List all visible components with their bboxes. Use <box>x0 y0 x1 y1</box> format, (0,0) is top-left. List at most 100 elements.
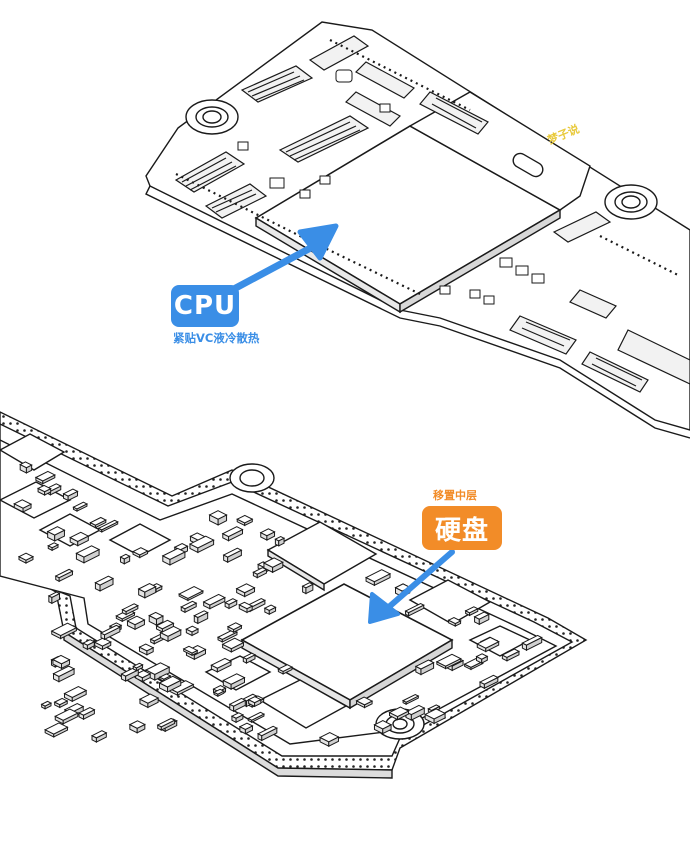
component-chip <box>247 711 266 721</box>
top-connectors <box>174 35 690 393</box>
component-chip <box>414 659 435 670</box>
bottom-board <box>0 411 588 779</box>
component-chip <box>404 602 425 614</box>
component-chip <box>72 501 89 510</box>
component-chip <box>223 598 238 606</box>
component-chip <box>182 645 199 654</box>
component-chip <box>235 583 256 594</box>
component-chip <box>373 720 393 730</box>
component-chip <box>238 722 254 731</box>
component-chip <box>435 653 462 667</box>
component-chip <box>75 545 101 558</box>
component-chip <box>158 675 182 688</box>
component-chip <box>210 657 233 669</box>
component-chip <box>131 547 149 556</box>
component-chip <box>208 510 228 520</box>
component-chip <box>447 617 462 625</box>
component-chip <box>90 730 108 739</box>
component-chip <box>121 603 139 613</box>
cpu-subtitle: 紧贴VC液冷散热 <box>173 331 260 345</box>
component-chip <box>63 686 88 699</box>
component-chip <box>202 593 226 606</box>
component-chip <box>138 643 155 652</box>
component-chip <box>47 542 60 549</box>
component-chip <box>228 697 247 707</box>
component-chip <box>464 606 479 614</box>
component-chip <box>355 696 374 706</box>
component-chip <box>44 722 69 735</box>
component-chip <box>148 611 165 620</box>
component-chip <box>475 653 489 660</box>
component-chip <box>128 720 146 729</box>
storage-arrow <box>368 549 455 624</box>
component-chip <box>185 625 200 633</box>
component-chip <box>222 547 243 558</box>
component-chip <box>262 557 284 568</box>
component-chip <box>424 708 447 720</box>
component-chip <box>180 600 198 610</box>
component-chip <box>277 664 294 673</box>
component-chip <box>401 693 420 703</box>
component-chip <box>77 706 96 716</box>
component-chip <box>137 583 157 593</box>
component-chip <box>221 526 244 538</box>
component-chip <box>47 591 61 598</box>
component-chip <box>119 553 131 560</box>
component-chip <box>388 706 410 718</box>
component-chip <box>216 629 239 640</box>
component-chip <box>188 535 215 549</box>
component-chip <box>230 712 245 719</box>
component-chip <box>476 636 500 649</box>
component-chip <box>158 673 172 680</box>
component-chip <box>54 568 74 579</box>
component-chip <box>51 654 71 665</box>
top-small-parts <box>237 69 545 305</box>
component-chip <box>54 708 79 721</box>
component-chip <box>94 575 115 586</box>
cpu-arrow <box>228 223 339 294</box>
component-chip <box>144 662 171 675</box>
component-chip <box>473 611 490 620</box>
component-chip <box>274 535 286 542</box>
component-chip <box>221 637 245 650</box>
component-chip <box>97 519 119 531</box>
component-chip <box>222 673 246 685</box>
component-chip <box>155 619 175 630</box>
component-chip <box>46 526 66 536</box>
component-chip <box>364 569 392 583</box>
component-chip <box>89 516 107 526</box>
component-chip <box>226 622 243 631</box>
component-chip <box>178 586 204 599</box>
component-chip <box>501 648 521 658</box>
component-chip <box>238 601 254 610</box>
component-chip <box>156 717 176 728</box>
component-chip <box>161 547 187 561</box>
component-chip <box>40 700 53 707</box>
component-field <box>13 461 543 747</box>
cpu-label: CPU <box>171 285 239 327</box>
component-chip <box>404 704 426 716</box>
component-chip <box>132 662 144 669</box>
component-chip <box>427 704 441 712</box>
component-chip <box>521 634 543 646</box>
component-chip <box>259 528 276 537</box>
component-chip <box>318 732 340 743</box>
storage-label: 硬盘 <box>422 506 502 550</box>
component-chip <box>36 484 52 493</box>
storage-subtitle: 移置中层 <box>433 489 477 502</box>
component-chip <box>93 637 112 647</box>
component-chip <box>50 622 78 637</box>
component-chip <box>52 665 76 677</box>
component-chip <box>478 674 499 685</box>
component-chip <box>247 696 262 704</box>
component-chip <box>193 610 209 619</box>
component-chip <box>17 552 35 561</box>
component-chip <box>13 499 33 509</box>
top-board <box>145 21 690 439</box>
component-chip <box>99 624 121 636</box>
component-chip <box>263 604 277 612</box>
component-chip <box>126 615 146 626</box>
component-chip <box>62 488 79 497</box>
component-chip <box>256 725 278 737</box>
